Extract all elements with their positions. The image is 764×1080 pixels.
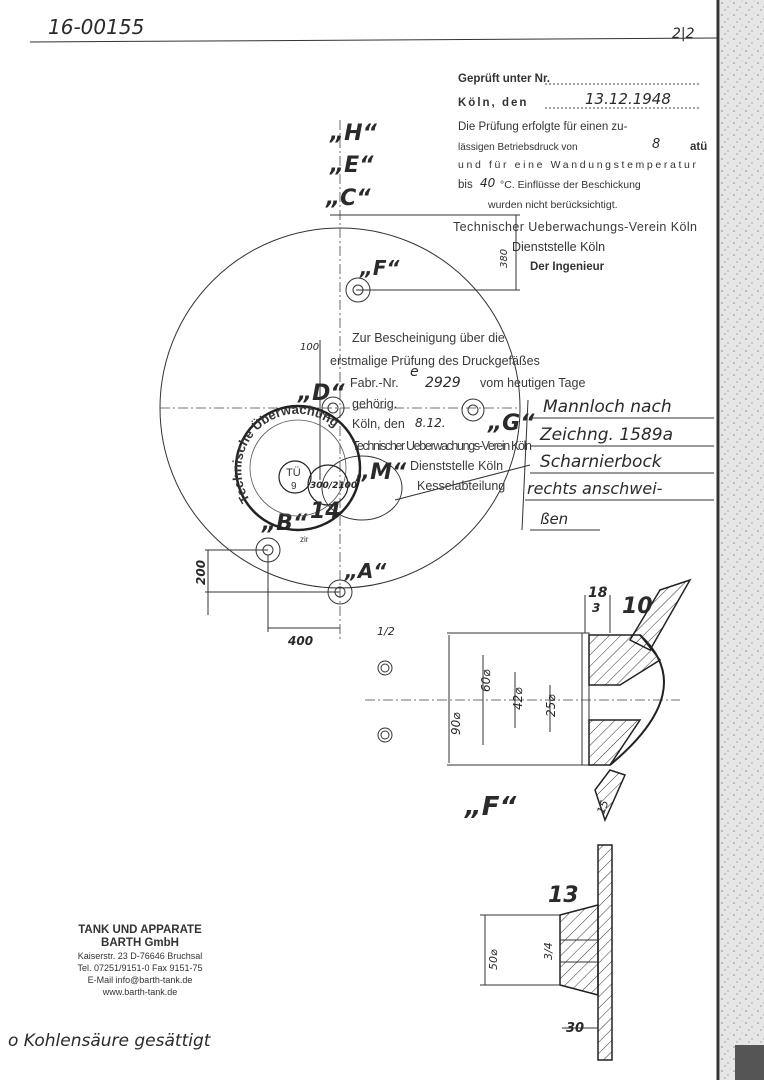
- dim-3: 3: [592, 601, 600, 615]
- dim-15: 15: [594, 798, 611, 816]
- certificate-serial: 2929: [425, 375, 461, 391]
- detail-13: 50⌀ 3/4 13 30: [480, 844, 613, 1061]
- approval-line8: Technischer Ueberwachungs-Verein Köln: [453, 220, 697, 234]
- dim-50: 50⌀: [487, 949, 500, 970]
- approval-line10: Der Ingenieur: [530, 261, 605, 273]
- certificate-stamp: Zur Bescheinigung über die erstmalige Pr…: [330, 331, 585, 493]
- certificate-line3-b: vom heutigen Tage: [480, 376, 585, 390]
- sheet-number: 2|2: [672, 26, 695, 42]
- dim-100: 100: [300, 342, 319, 353]
- approval-line9: Dienststelle Köln: [512, 240, 605, 254]
- ref-300: 300/2100: [310, 481, 357, 491]
- dim-400: 400: [287, 634, 313, 648]
- certificate-date: 8.12.: [415, 416, 446, 430]
- dim-380: 380: [499, 249, 510, 268]
- company-address: Kaiserstr. 23 D-76646 Bruchsal: [78, 951, 203, 961]
- nozzle-d: [321, 396, 345, 420]
- approval-line1: Geprüft unter Nr.: [458, 73, 550, 85]
- dim-60: 60⌀: [479, 669, 493, 692]
- approval-line6-a: bis: [458, 179, 473, 191]
- detail-f: 1/2 90⌀ 60⌀ 42⌀ 25⌀ 18 3 10 15 „F“: [365, 578, 692, 823]
- vessel-plan-view: 380 100 e „H“ „E“ „C“ „F“ „D“ „G“ „M“ „B…: [159, 120, 535, 648]
- detail-f-label: „F“: [464, 792, 517, 822]
- approval-line6-b: °C. Einflüsse der Beschickung: [500, 179, 641, 191]
- round-stamp-center: TÜ: [286, 467, 301, 479]
- approval-line4: lässigen Betriebsdruck von: [458, 142, 578, 153]
- dim-30: 30: [566, 1021, 584, 1036]
- dim-42: 42⌀: [511, 687, 525, 710]
- certificate-line4: gehörig.: [352, 397, 397, 411]
- note-line: ßen: [540, 510, 568, 528]
- certificate-line8: Kesselabteilung: [417, 479, 505, 493]
- company-name2: BARTH GmbH: [101, 937, 179, 949]
- label-h: „H“: [329, 121, 378, 146]
- certificate-line5: Köln, den: [352, 417, 405, 431]
- company-name1: TANK UND APPARATE: [78, 924, 202, 936]
- dim-18: 18: [588, 585, 608, 601]
- dim-90: 90⌀: [449, 712, 463, 735]
- company-email: E-Mail info@barth-tank.de: [88, 975, 193, 985]
- label-f: „F“: [359, 256, 401, 280]
- ref-zir: zir: [300, 535, 309, 544]
- note-line: rechts anschwei-: [527, 479, 663, 498]
- dim-three-quarter: 3/4: [542, 942, 555, 960]
- company-phone: Tel. 07251/9151-0 Fax 9151-75: [77, 963, 202, 973]
- note-line: Zeichng. 1589a: [539, 425, 673, 445]
- label-c: „C“: [325, 186, 371, 211]
- ref-14: 14: [310, 499, 341, 524]
- approval-line5: und für eine Wandungstemperatur: [458, 159, 697, 171]
- label-d: „D“: [297, 381, 345, 406]
- part-10: 10: [622, 594, 653, 619]
- dim-200: 200: [194, 560, 208, 585]
- label-a: „A“: [344, 559, 387, 583]
- label-e: „E“: [329, 153, 374, 178]
- certificate-line1: Zur Bescheinigung über die: [352, 331, 505, 345]
- approval-pressure: 8: [652, 137, 660, 152]
- certificate-line2: erstmalige Prüfung des Druckgefäßes: [330, 354, 540, 368]
- company-web: www.barth-tank.de: [102, 987, 178, 997]
- dim-half-inch: 1/2: [377, 625, 395, 638]
- approval-line2-label: Köln, den: [458, 97, 528, 109]
- approval-date: 13.12.1948: [585, 90, 671, 108]
- manhole: [321, 455, 403, 521]
- header: 16-00155 2|2: [29, 15, 719, 43]
- dim-e: e: [410, 364, 419, 380]
- footer-note: o Kohlensäure gesättigt: [8, 1031, 212, 1051]
- note-line: Scharnierbock: [540, 452, 663, 472]
- dim-25: 25⌀: [544, 694, 558, 717]
- certificate-line7: Dienststelle Köln: [410, 459, 503, 473]
- scan-edge-noise: [720, 0, 764, 1080]
- part-13: 13: [548, 883, 579, 908]
- label-m: „M“: [355, 460, 407, 485]
- approval-line7: wurden nicht berücksichtigt.: [487, 199, 618, 211]
- scan-corner: [735, 1045, 764, 1080]
- note-line: Mannloch nach: [543, 397, 672, 417]
- approval-temperature: 40: [480, 176, 496, 190]
- manhole-note: Mannloch nach Zeichng. 1589a Scharnierbo…: [521, 397, 714, 531]
- approval-unit: atü: [690, 141, 707, 153]
- drawing-number: 16-00155: [48, 15, 144, 39]
- nozzle-f: [345, 277, 371, 303]
- round-stamp-number: 9: [291, 481, 297, 492]
- leader-line: [394, 464, 531, 501]
- label-g: „G“: [487, 411, 535, 436]
- certificate-line3-a: Fabr.-Nr.: [350, 376, 399, 390]
- approval-stamp: Geprüft unter Nr. Köln, den 13.12.1948 D…: [453, 73, 707, 273]
- certificate-line6: Technischer Ueberwachungs-Verein Köln: [352, 439, 532, 453]
- approval-line3: Die Prüfung erfolgte für einen zu-: [458, 121, 628, 133]
- nozzle-g: [461, 398, 485, 422]
- company-stamp: TANK UND APPARATE BARTH GmbH Kaiserstr. …: [77, 924, 202, 997]
